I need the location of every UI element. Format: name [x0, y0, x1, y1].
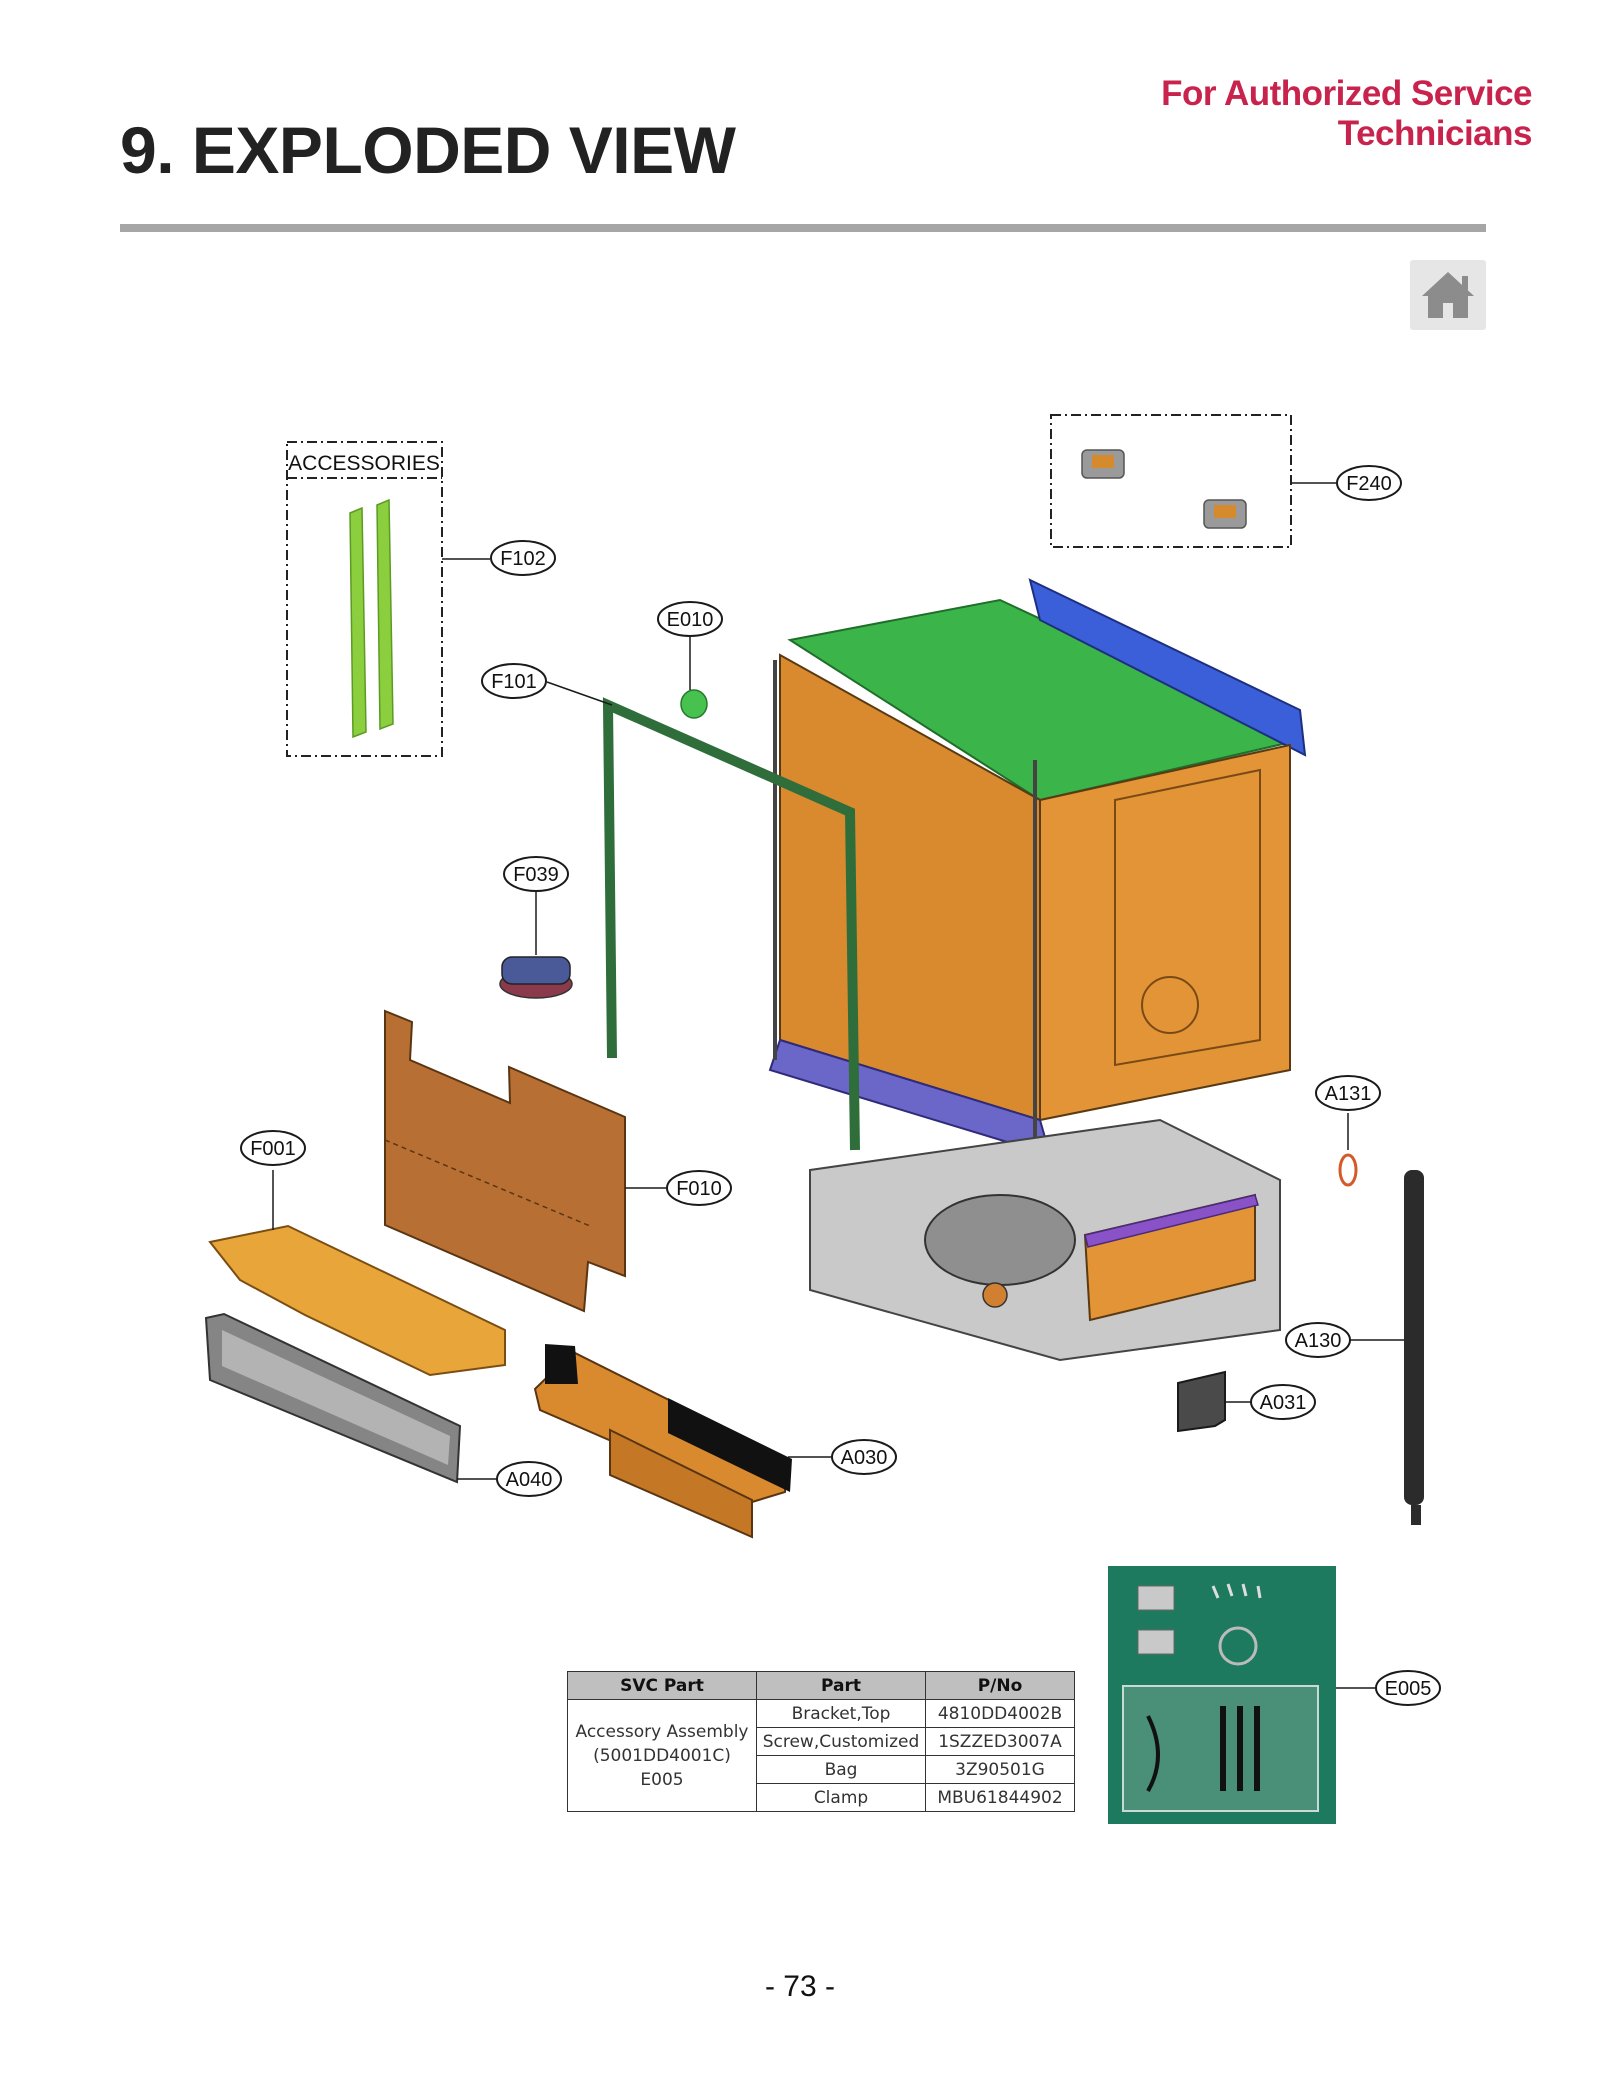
- a040-cover: [204, 1312, 462, 1484]
- a030-panel: [533, 1344, 792, 1539]
- accessory-assembly-photo: [1108, 1566, 1336, 1824]
- part-cell: Clamp: [756, 1783, 926, 1812]
- accessory-strip-left: [349, 506, 367, 739]
- callout-f240: F240: [1336, 465, 1402, 501]
- svg-text:E010: E010: [667, 609, 714, 631]
- callout-e005: E005: [1375, 1670, 1441, 1706]
- pno-cell: 3Z90501G: [925, 1755, 1075, 1784]
- table-row: Clamp MBU61844902: [568, 1783, 1075, 1812]
- svg-text:F010: F010: [676, 1178, 722, 1200]
- section-title: 9. EXPLODED VIEW: [120, 113, 736, 187]
- svg-text:A130: A130: [1295, 1330, 1342, 1352]
- f240-clip-bottom: [1203, 499, 1247, 529]
- a130-hose: [1404, 1170, 1424, 1525]
- svc-parts-table: SVC Part Part P/No Accessory Assembly (5…: [567, 1671, 1075, 1812]
- authorized-notice: For Authorized Service Technicians: [1161, 74, 1532, 153]
- f001-bracket: [208, 1224, 506, 1377]
- callout-f101: F101: [481, 663, 547, 699]
- callout-a040: A040: [496, 1461, 562, 1497]
- svg-text:A031: A031: [1260, 1392, 1307, 1414]
- a031-part: [1177, 1370, 1226, 1433]
- home-icon: [1422, 272, 1474, 318]
- callout-f102: F102: [490, 540, 556, 576]
- pno-cell: 1SZZED3007A: [925, 1727, 1075, 1756]
- callout-a031: A031: [1250, 1384, 1316, 1420]
- svg-text:F039: F039: [513, 864, 559, 886]
- pno-cell: 4810DD4002B: [925, 1699, 1075, 1728]
- pno-header: P/No: [925, 1671, 1075, 1700]
- callout-a130: A130: [1285, 1322, 1351, 1358]
- svg-text:F101: F101: [491, 671, 537, 693]
- f039-part: [499, 956, 573, 999]
- svc-part-line: (5001DD4001C): [593, 1745, 731, 1766]
- table-row: Bag 3Z90501G: [568, 1755, 1075, 1784]
- svg-text:A030: A030: [841, 1447, 888, 1469]
- svc-part-line: Accessory Assembly: [575, 1721, 749, 1742]
- page-number: - 73 -: [764, 1970, 836, 2003]
- svg-text:F102: F102: [500, 548, 546, 570]
- f240-clip-top: [1081, 449, 1125, 479]
- svc-part-line: E005: [640, 1769, 684, 1790]
- part-header: Part: [756, 1671, 926, 1700]
- a131-ring: [1338, 1153, 1358, 1187]
- part-cell: Screw,Customized: [756, 1727, 926, 1756]
- callout-f039: F039: [503, 856, 569, 892]
- callout-f001: F001: [240, 1130, 306, 1166]
- dishwasher-tub: [768, 578, 1307, 1157]
- svg-text:E005: E005: [1385, 1678, 1432, 1700]
- svg-text:A040: A040: [506, 1469, 553, 1491]
- callout-e010: E010: [657, 601, 723, 637]
- svg-text:A131: A131: [1325, 1083, 1372, 1105]
- callout-a131: A131: [1315, 1075, 1381, 1111]
- svc-part-cell: Accessory Assembly (5001DD4001C) E005: [567, 1699, 757, 1812]
- svc-part-header: SVC Part: [567, 1671, 757, 1700]
- f101-door-gasket: [602, 697, 860, 1151]
- pno-cell: MBU61844902: [925, 1783, 1075, 1812]
- accessories-group: ACCESSORIES: [286, 441, 443, 757]
- svg-text:F240: F240: [1346, 473, 1392, 495]
- table-row: Accessory Assembly (5001DD4001C) E005 Br…: [567, 1699, 1075, 1812]
- part-cell: Bracket,Top: [756, 1699, 926, 1728]
- accessories-label: ACCESSORIES: [288, 452, 440, 475]
- f240-group: [1050, 414, 1292, 548]
- leader-lines: [272, 482, 1404, 1689]
- callout-f010: F010: [666, 1170, 732, 1206]
- callout-a030: A030: [831, 1439, 897, 1475]
- dishwasher-base: [809, 1118, 1281, 1362]
- e010-part: [680, 689, 708, 719]
- home-button[interactable]: [1410, 260, 1486, 330]
- svg-text:F001: F001: [250, 1138, 296, 1160]
- part-cell: Bag: [756, 1755, 926, 1784]
- title-rule: [120, 224, 1486, 232]
- f010-panel: [384, 1009, 626, 1313]
- accessory-strip-right: [376, 498, 394, 731]
